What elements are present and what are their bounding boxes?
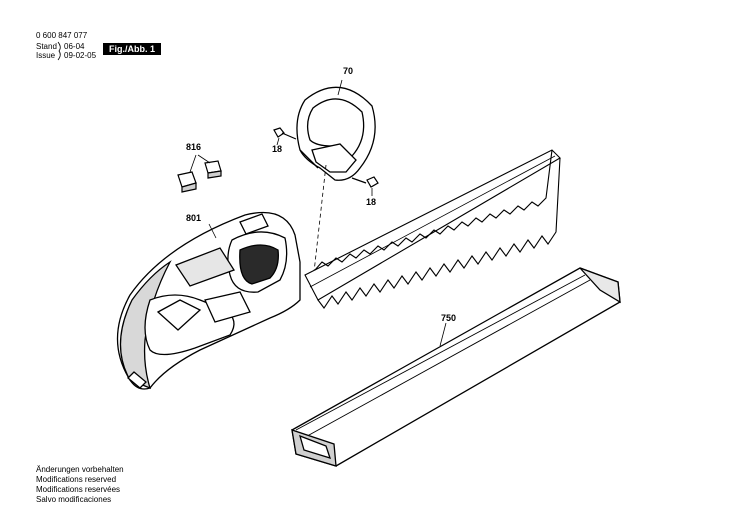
callout-switch-parts: 816 xyxy=(186,142,202,152)
note-fr: Modifications reservées xyxy=(36,485,121,494)
issue-value: 09-02-05 xyxy=(64,51,97,60)
screw-left xyxy=(273,127,297,140)
note-es: Salvo modificaciones xyxy=(36,495,112,504)
part-number: 0 600 847 077 xyxy=(36,31,88,40)
footer-notes: Änderungen vorbehalten Modifications res… xyxy=(36,465,124,505)
handguard-part xyxy=(296,86,376,181)
issue-label: Issue xyxy=(36,51,56,60)
leader-switch-a xyxy=(189,154,197,173)
figure-badge: Fig./Abb. 1 xyxy=(103,43,161,55)
stand-label: Stand xyxy=(36,42,57,51)
callout-handguard: 70 xyxy=(343,66,354,76)
note-de: Änderungen vorbehalten xyxy=(36,465,124,474)
switch-parts xyxy=(177,160,222,193)
callout-screw-right: 18 xyxy=(366,197,377,207)
callout-screw-left: 18 xyxy=(272,144,283,154)
leader-housing xyxy=(208,223,217,239)
header-brace xyxy=(57,41,61,61)
callout-housing: 801 xyxy=(186,213,202,223)
leader-handguard xyxy=(337,79,343,96)
stand-value: 06-04 xyxy=(64,42,85,51)
leader-switch-b xyxy=(197,154,211,164)
blade-cover-part xyxy=(291,267,621,467)
screw-right xyxy=(351,176,379,188)
leader-blade-cover xyxy=(439,322,447,347)
blade-part xyxy=(304,149,561,309)
callout-blade-cover: 750 xyxy=(441,313,457,323)
leader-screw-left xyxy=(276,137,280,146)
housing-part xyxy=(116,211,301,390)
note-en: Modifications reserved xyxy=(36,475,117,484)
